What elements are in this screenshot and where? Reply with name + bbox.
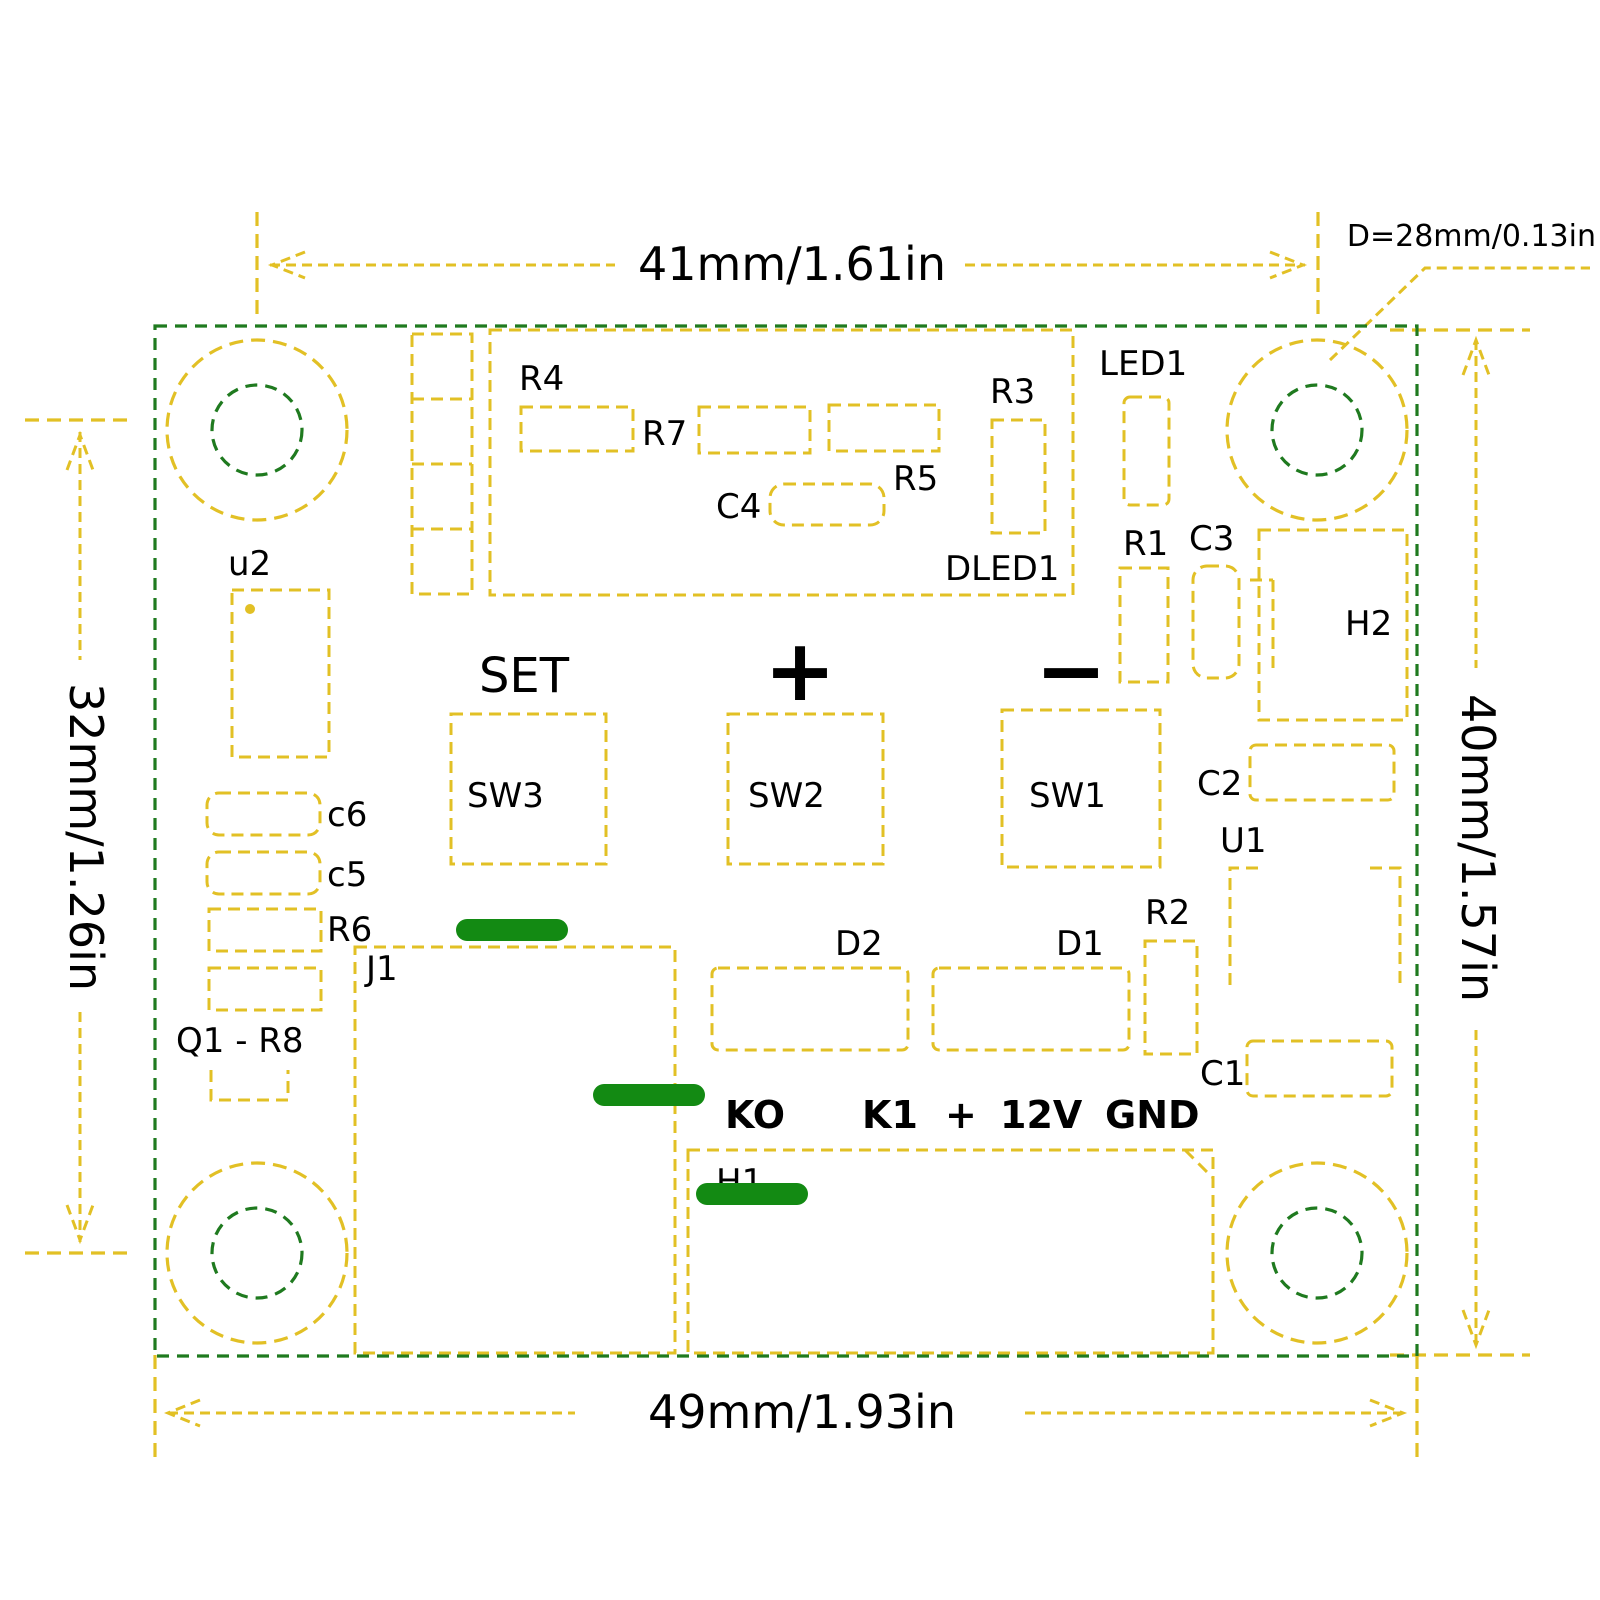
- d2-label: D2: [835, 924, 883, 964]
- r3-label: R3: [990, 372, 1035, 412]
- q1-r8-label: Q1 - R8: [176, 1021, 304, 1061]
- r2-label: R2: [1145, 893, 1190, 933]
- c5-label: c5: [327, 855, 367, 895]
- r3-footprint: [990, 418, 1047, 535]
- r5-footprint: [827, 403, 941, 453]
- q1-outline: [209, 1070, 290, 1102]
- c4-label: C4: [716, 487, 761, 527]
- r5-label: R5: [893, 459, 938, 499]
- j1-label: J1: [364, 949, 398, 989]
- h2-label: H2: [1345, 604, 1392, 644]
- r6-label: R6: [327, 910, 372, 950]
- hole-span-label: 41mm/1.61in: [638, 237, 946, 291]
- d2-footprint: [710, 966, 910, 1052]
- d1-label: D1: [1056, 924, 1104, 964]
- plus-button-label: +: [764, 621, 836, 721]
- r4-label: R4: [519, 359, 564, 399]
- diameter-leader: D=28mm/0.13in: [1328, 219, 1596, 362]
- terminal-12v-label: 12V: [1000, 1093, 1083, 1137]
- terminal-k1-label: K1: [862, 1093, 918, 1137]
- d1-footprint: [931, 966, 1131, 1052]
- c3-footprint: [1191, 564, 1241, 680]
- r6-footprint: [207, 907, 323, 953]
- terminal-ko-label: KO: [725, 1093, 785, 1137]
- mounting-hole-bottom-left: [165, 1161, 349, 1345]
- c1-label: C1: [1200, 1054, 1245, 1094]
- terminal-plus-label: +: [945, 1093, 977, 1137]
- u1-label: U1: [1220, 821, 1267, 861]
- hole-height-label: 32mm/1.26in: [59, 683, 113, 991]
- sw3-label: SW3: [467, 776, 544, 816]
- sw1-footprint: [1000, 708, 1162, 869]
- c1-footprint: [1245, 1039, 1394, 1098]
- r7-label: R7: [642, 414, 687, 454]
- c5-footprint: [205, 850, 322, 896]
- terminal-gnd-label: GND: [1105, 1093, 1200, 1137]
- j1-footprint: [353, 945, 677, 1355]
- r1-label: R1: [1123, 524, 1168, 564]
- q1-r8-footprint: [207, 966, 323, 1012]
- c3-label: C3: [1189, 519, 1234, 559]
- r7-footprint: [697, 405, 812, 455]
- bottom-dimension: 49mm/1.93in: [153, 1355, 1419, 1465]
- h2-footprint: [1257, 528, 1409, 722]
- c6-label: c6: [327, 795, 367, 835]
- left-dimension: 32mm/1.26in: [25, 418, 132, 1255]
- c6-footprint: [205, 791, 322, 837]
- dled1-label: DLED1: [945, 549, 1059, 589]
- u1-outline-right: [1370, 866, 1402, 985]
- display-outline: [488, 328, 1075, 597]
- sw3-footprint: [449, 712, 608, 866]
- u2-pin1-dot: [245, 604, 255, 614]
- top-dimension: 41mm/1.61in: [255, 212, 1320, 318]
- u2-label: u2: [228, 544, 271, 584]
- led1-footprint: [1122, 395, 1171, 507]
- board-height-label: 40mm/1.57in: [1451, 694, 1505, 1002]
- set-button-label: SET: [479, 648, 570, 704]
- sw1-label: SW1: [1029, 776, 1106, 816]
- r4-footprint: [519, 405, 635, 453]
- pin-header-top: [410, 332, 474, 596]
- c2-label: C2: [1197, 764, 1242, 804]
- r1-footprint: [1118, 566, 1170, 684]
- sw2-footprint: [726, 712, 885, 866]
- mounting-hole-bottom-right: [1225, 1161, 1409, 1345]
- u1-outline-left: [1228, 866, 1265, 985]
- led1-label: LED1: [1099, 344, 1187, 384]
- board-outline: [153, 324, 1419, 1358]
- minus-button-label: −: [1035, 621, 1107, 721]
- right-dimension: 40mm/1.57in: [1390, 328, 1530, 1357]
- mounting-hole-top-right: [1225, 338, 1409, 522]
- board-width-label: 49mm/1.93in: [648, 1385, 956, 1439]
- mounting-hole-top-left: [165, 338, 349, 522]
- c4-footprint: [768, 482, 886, 527]
- sw2-label: SW2: [748, 776, 825, 816]
- u2-footprint: [230, 588, 331, 759]
- h1-footprint: [686, 1148, 1215, 1355]
- c2-footprint: [1248, 743, 1396, 802]
- hole-diameter-label: D=28mm/0.13in: [1347, 219, 1596, 254]
- r2-footprint: [1143, 939, 1199, 1056]
